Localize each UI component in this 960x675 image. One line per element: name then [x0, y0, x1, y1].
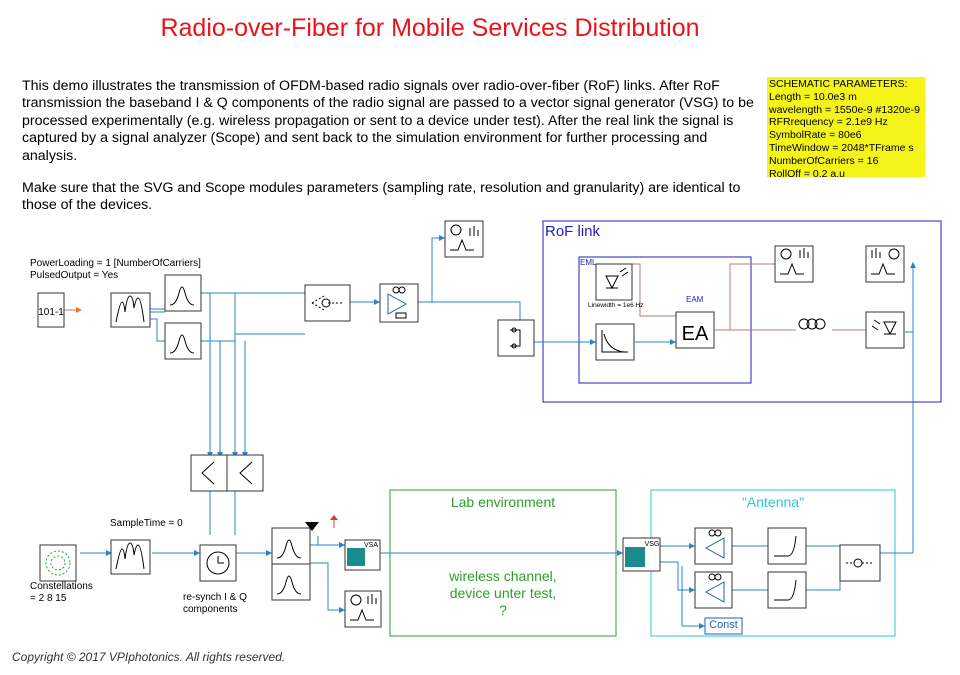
pulse-filter-i-block[interactable]: [164, 274, 202, 312]
eam-glyph: EA: [682, 323, 709, 345]
source-arrow: [76, 307, 82, 313]
const-output-label[interactable]: Const: [709, 619, 738, 631]
red-arrow-icon: [330, 515, 338, 520]
schematic-parameters-panel[interactable]: SCHEMATIC PARAMETERS: Length = 10.0e3 m …: [767, 77, 925, 180]
note-paragraph: Make sure that the SVG and Scope modules…: [22, 180, 741, 214]
param-line: RFRrequency = 2.1e9 Hz: [769, 116, 888, 129]
laser-source-block[interactable]: [595, 263, 633, 301]
rx-filter-i-block[interactable]: [271, 527, 311, 565]
spectrum-analyzer-icon[interactable]: [444, 220, 484, 258]
lab-environment-text: wireless channel, device unter test, ?: [449, 568, 557, 618]
constellation-analyzer-icon[interactable]: [39, 544, 77, 582]
const-output-box: [704, 617, 743, 635]
param-line: SymbolRate = 80e6: [769, 129, 862, 142]
constellations-label: Constellations = 2 8 15: [30, 581, 93, 604]
antenna-amplifier-2-block[interactable]: [694, 571, 733, 609]
vsa-block[interactable]: VSA: [344, 539, 381, 571]
param-line: wavelength = 1550e-9 #1320e-9: [769, 103, 920, 116]
eam-label: EAM: [686, 295, 704, 304]
optical-spectrum-analyzer-icon[interactable]: [774, 245, 814, 283]
pulsed-output-label: PulsedOutput = Yes: [30, 270, 119, 281]
antenna-amplifier-1-block[interactable]: [694, 527, 733, 565]
power-loading-label: PowerLoading = 1 [NumberOfCarriers]: [30, 258, 201, 269]
signal-arrows[interactable]: [106, 235, 916, 629]
fiber-icon[interactable]: [798, 318, 826, 330]
resynch-label: re-synch I & Q components: [183, 592, 247, 615]
switch-block[interactable]: [497, 319, 535, 357]
rx-filter-q-block[interactable]: [271, 563, 311, 601]
lab-environment-label: Lab environment: [450, 494, 556, 510]
electrical-spectrum-analyzer-icon[interactable]: [865, 245, 905, 283]
eml-group: [578, 256, 752, 384]
bandpass-splitter-pair[interactable]: [190, 454, 264, 492]
antenna-filter-2-block[interactable]: [767, 571, 807, 609]
lab-environment-group: [389, 489, 617, 637]
linewidth-label: Linewidth = 1e6 Hz: [588, 302, 644, 309]
ofdm-modulator-block[interactable]: [110, 292, 151, 328]
pulse-filter-q-block[interactable]: [164, 322, 202, 360]
vsa-label: VSA: [364, 542, 378, 549]
antenna-label: "Antenna": [741, 494, 805, 510]
triangle-marker-icon: [305, 522, 319, 531]
bottom-spectrum-analyzer-icon[interactable]: [344, 590, 382, 628]
param-line: TimeWindow = 2048*TFrame s: [769, 141, 914, 154]
iq-mixer-block[interactable]: [304, 284, 351, 322]
rof-link-label: RoF link: [545, 223, 601, 240]
eml-label: EML: [580, 258, 597, 267]
eam-block[interactable]: EA: [675, 311, 715, 349]
param-line: RollOff = 0.2 a.u: [769, 167, 845, 180]
photodiode-block[interactable]: [865, 311, 905, 349]
sample-time-label: SampleTime = 0: [110, 518, 183, 529]
param-line: NumberOfCarriers = 16: [769, 154, 879, 167]
copyright-text: Copyright © 2017 VPIphotonics. All right…: [12, 650, 286, 664]
bit-source-block[interactable]: 101-1: [37, 292, 65, 328]
vsg-label: VSG: [645, 541, 660, 548]
antenna-mixer-block[interactable]: [839, 544, 881, 582]
ofdm-demodulator-block[interactable]: [110, 539, 151, 575]
intro-paragraph: This demo illustrates the transmission o…: [22, 78, 754, 164]
rof-link-group: [542, 220, 942, 403]
antenna-filter-1-block[interactable]: [767, 527, 807, 565]
resynch-clock-block[interactable]: [199, 544, 237, 582]
optical-wires[interactable]: [64, 263, 866, 331]
electrical-amplifier-block[interactable]: [379, 283, 419, 323]
schematic-parameters-heading: SCHEMATIC PARAMETERS:: [769, 78, 908, 90]
driver-filter-block[interactable]: [595, 323, 635, 361]
vsg-block[interactable]: VSG: [622, 537, 661, 572]
page-title: Radio-over-Fiber for Mobile Services Dis…: [160, 14, 700, 42]
param-line: Length = 10.0e3 m: [769, 90, 857, 103]
bit-source-label: 101-1: [38, 307, 64, 318]
